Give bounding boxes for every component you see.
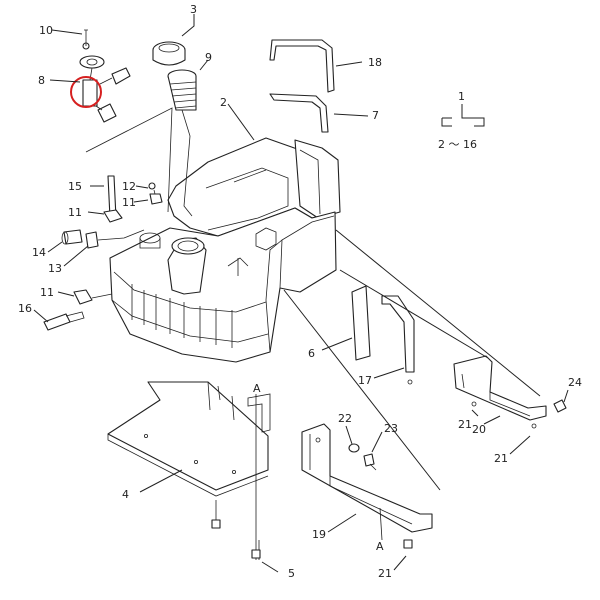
callout-labels: 10 8 3 9 2 18 7 1 2 ～ 16 15 12 11 11 14 … — [18, 3, 582, 580]
callout-1: 1 — [458, 90, 465, 103]
callout-11-low: 11 — [40, 286, 54, 299]
strap-18 — [269, 39, 335, 93]
callout-12: 12 — [122, 180, 136, 193]
callout-2: 2 — [220, 96, 227, 109]
callout-9: 9 — [205, 51, 212, 64]
callout-6: 6 — [308, 347, 315, 360]
drain-plug-16 — [43, 311, 85, 331]
callout-16: 16 — [18, 302, 32, 315]
filler-cap — [152, 41, 186, 66]
callout-18: 18 — [368, 56, 382, 69]
callout-21-left: 21 — [458, 418, 472, 431]
bracket-A-left — [247, 393, 271, 560]
callout-11-top: 11 — [68, 206, 82, 219]
clamp-11c — [73, 289, 113, 305]
callout-13: 13 — [48, 262, 62, 275]
callout-4: 4 — [122, 488, 129, 501]
highlight-circle — [70, 76, 102, 108]
callout-3: 3 — [190, 3, 197, 16]
strap-7 — [269, 93, 329, 133]
clamp-11b — [149, 193, 163, 205]
callout-7: 7 — [372, 109, 379, 122]
callout-21-right: 21 — [494, 452, 508, 465]
callout-20: 20 — [472, 423, 486, 436]
callout-17: 17 — [358, 374, 372, 387]
callout-10: 10 — [39, 24, 53, 37]
bolt-23 — [363, 453, 377, 471]
callout-5: 5 — [288, 567, 295, 580]
callout-11-mid: 11 — [122, 196, 136, 209]
callout-24: 24 — [568, 376, 582, 389]
support-frame-19 — [301, 423, 433, 549]
callout-15: 15 — [68, 180, 82, 193]
clamp-13 — [85, 231, 99, 249]
bolt-plate — [211, 500, 221, 529]
callout-23: 23 — [384, 422, 398, 435]
guide-lines — [283, 229, 541, 491]
support-frame-20 — [453, 355, 547, 429]
bracket-17 — [381, 295, 415, 385]
leader-lines — [33, 14, 569, 573]
callout-A-left: A — [253, 382, 261, 395]
bolt-24 — [553, 399, 567, 413]
filler-neck-strainer — [167, 69, 197, 217]
clamp-11a — [103, 209, 123, 223]
callout-22: 22 — [338, 412, 352, 425]
callout-21-bottom: 21 — [378, 567, 392, 580]
bracket-6 — [351, 285, 371, 361]
fuel-tank — [109, 137, 341, 363]
callout-2-16: 2 ～ 16 — [438, 138, 477, 151]
callout-8: 8 — [38, 74, 45, 87]
fuel-sender-unit — [79, 29, 173, 213]
callout-19: 19 — [312, 528, 326, 541]
mounting-plate — [107, 381, 269, 497]
cap-14 — [61, 229, 83, 245]
callout-14: 14 — [32, 246, 46, 259]
callout-A-right: A — [376, 540, 384, 553]
washer-22 — [348, 443, 360, 453]
